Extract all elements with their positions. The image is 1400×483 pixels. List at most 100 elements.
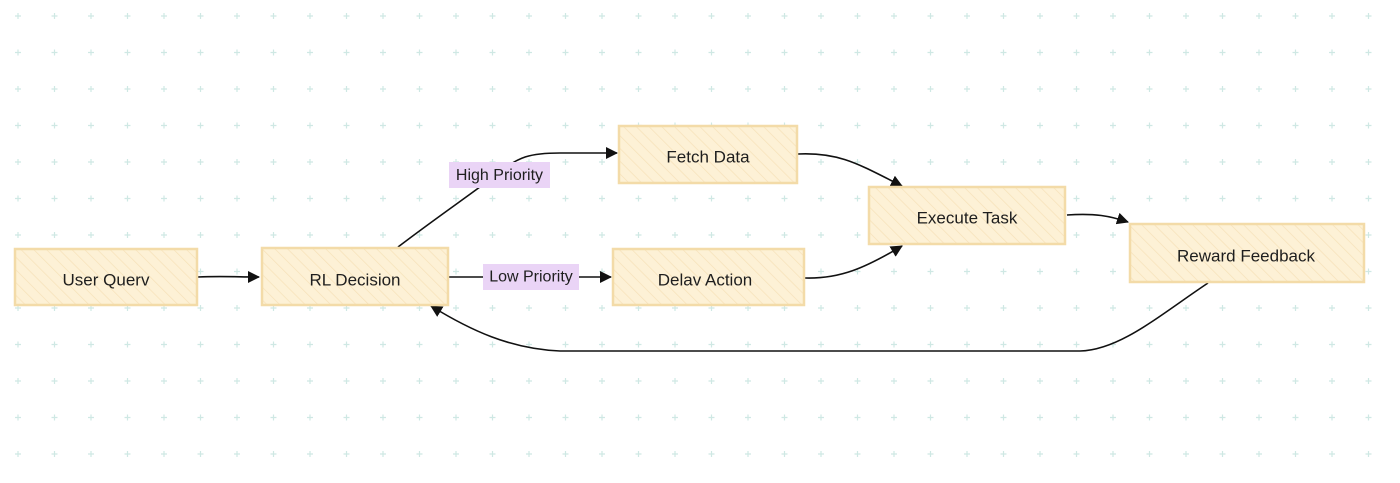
grid-plus-mark bbox=[417, 451, 423, 457]
grid-plus-mark bbox=[88, 50, 94, 56]
grid-plus-mark bbox=[672, 378, 678, 384]
grid-plus-mark bbox=[1037, 13, 1043, 19]
grid-plus-mark bbox=[1074, 232, 1080, 238]
grid-plus-mark bbox=[1110, 415, 1116, 421]
grid-plus-mark bbox=[307, 123, 313, 129]
grid-plus-mark bbox=[198, 451, 204, 457]
grid-plus-mark bbox=[964, 378, 970, 384]
grid-plus-mark bbox=[234, 415, 240, 421]
grid-plus-mark bbox=[599, 415, 605, 421]
grid-plus-mark bbox=[1220, 342, 1226, 348]
grid-plus-mark bbox=[417, 13, 423, 19]
grid-plus-mark bbox=[782, 451, 788, 457]
grid-plus-mark bbox=[636, 196, 642, 202]
grid-plus-mark bbox=[563, 13, 569, 19]
grid-plus-mark bbox=[745, 232, 751, 238]
grid-plus-mark bbox=[1329, 378, 1335, 384]
grid-plus-mark bbox=[782, 232, 788, 238]
grid-plus-mark bbox=[125, 378, 131, 384]
grid-plus-mark bbox=[1366, 415, 1372, 421]
grid-plus-mark bbox=[344, 415, 350, 421]
grid-plus-mark bbox=[1256, 305, 1262, 311]
grid-plus-mark bbox=[745, 415, 751, 421]
grid-plus-mark bbox=[234, 305, 240, 311]
grid-plus-mark bbox=[1001, 415, 1007, 421]
grid-plus-mark bbox=[1183, 342, 1189, 348]
node-delay-action[interactable]: Delav Action bbox=[613, 249, 804, 305]
node-execute-task[interactable]: Execute Task bbox=[869, 187, 1065, 244]
node-user-query[interactable]: User Querv bbox=[15, 249, 197, 305]
grid-plus-mark bbox=[271, 451, 277, 457]
grid-plus-mark bbox=[1256, 86, 1262, 92]
grid-plus-mark bbox=[198, 232, 204, 238]
edge-fetch-data-to-execute-task bbox=[798, 154, 902, 186]
grid-plus-mark bbox=[563, 123, 569, 129]
grid-plus-mark bbox=[745, 13, 751, 19]
grid-plus-mark bbox=[672, 415, 678, 421]
node-fetch-data[interactable]: Fetch Data bbox=[619, 126, 797, 183]
grid-plus-mark bbox=[526, 415, 532, 421]
grid-plus-mark bbox=[52, 196, 58, 202]
grid-plus-mark bbox=[1110, 123, 1116, 129]
grid-plus-mark bbox=[1147, 123, 1153, 129]
grid-plus-mark bbox=[1220, 451, 1226, 457]
grid-plus-mark bbox=[1293, 342, 1299, 348]
grid-plus-mark bbox=[52, 159, 58, 165]
grid-plus-mark bbox=[490, 86, 496, 92]
grid-plus-mark bbox=[818, 378, 824, 384]
grid-plus-mark bbox=[1293, 50, 1299, 56]
grid-plus-mark bbox=[271, 13, 277, 19]
grid-plus-mark bbox=[1001, 342, 1007, 348]
node-rl-decision[interactable]: RL Decision bbox=[262, 248, 448, 305]
grid-plus-mark bbox=[1110, 269, 1116, 275]
grid-plus-mark bbox=[891, 305, 897, 311]
grid-plus-mark bbox=[344, 159, 350, 165]
grid-plus-mark bbox=[928, 50, 934, 56]
grid-plus-mark bbox=[1293, 451, 1299, 457]
grid-plus-mark bbox=[271, 123, 277, 129]
grid-plus-mark bbox=[344, 451, 350, 457]
grid-plus-mark bbox=[1293, 305, 1299, 311]
grid-plus-mark bbox=[453, 342, 459, 348]
grid-plus-mark bbox=[453, 13, 459, 19]
grid-plus-mark bbox=[599, 123, 605, 129]
grid-plus-mark bbox=[125, 13, 131, 19]
grid-plus-mark bbox=[1366, 50, 1372, 56]
grid-plus-mark bbox=[490, 342, 496, 348]
grid-plus-mark bbox=[636, 50, 642, 56]
grid-plus-mark bbox=[88, 415, 94, 421]
node-reward-feedback[interactable]: Reward Feedback bbox=[1130, 224, 1364, 282]
grid-plus-mark bbox=[563, 232, 569, 238]
grid-plus-mark bbox=[709, 196, 715, 202]
grid-plus-mark bbox=[1256, 13, 1262, 19]
grid-plus-mark bbox=[161, 13, 167, 19]
grid-plus-mark bbox=[709, 378, 715, 384]
grid-plus-mark bbox=[1256, 123, 1262, 129]
edge-execute-task-to-reward-feedback bbox=[1067, 214, 1128, 222]
grid-plus-mark bbox=[928, 269, 934, 275]
grid-plus-mark bbox=[1220, 159, 1226, 165]
grid-plus-mark bbox=[88, 86, 94, 92]
grid-plus-mark bbox=[453, 50, 459, 56]
grid-plus-mark bbox=[636, 342, 642, 348]
grid-plus-mark bbox=[125, 86, 131, 92]
grid-plus-mark bbox=[964, 159, 970, 165]
grid-plus-mark bbox=[563, 451, 569, 457]
grid-plus-mark bbox=[709, 13, 715, 19]
grid-plus-mark bbox=[52, 342, 58, 348]
grid-plus-mark bbox=[1110, 13, 1116, 19]
grid-plus-mark bbox=[818, 269, 824, 275]
grid-plus-mark bbox=[599, 50, 605, 56]
grid-plus-mark bbox=[964, 415, 970, 421]
grid-plus-mark bbox=[1220, 305, 1226, 311]
grid-plus-mark bbox=[818, 86, 824, 92]
grid-plus-mark bbox=[818, 196, 824, 202]
grid-plus-mark bbox=[198, 86, 204, 92]
grid-plus-mark bbox=[1037, 305, 1043, 311]
grid-plus-mark bbox=[125, 451, 131, 457]
grid-plus-mark bbox=[453, 305, 459, 311]
grid-plus-mark bbox=[380, 196, 386, 202]
grid-plus-mark bbox=[1037, 123, 1043, 129]
grid-plus-mark bbox=[745, 50, 751, 56]
grid-plus-mark bbox=[1293, 196, 1299, 202]
